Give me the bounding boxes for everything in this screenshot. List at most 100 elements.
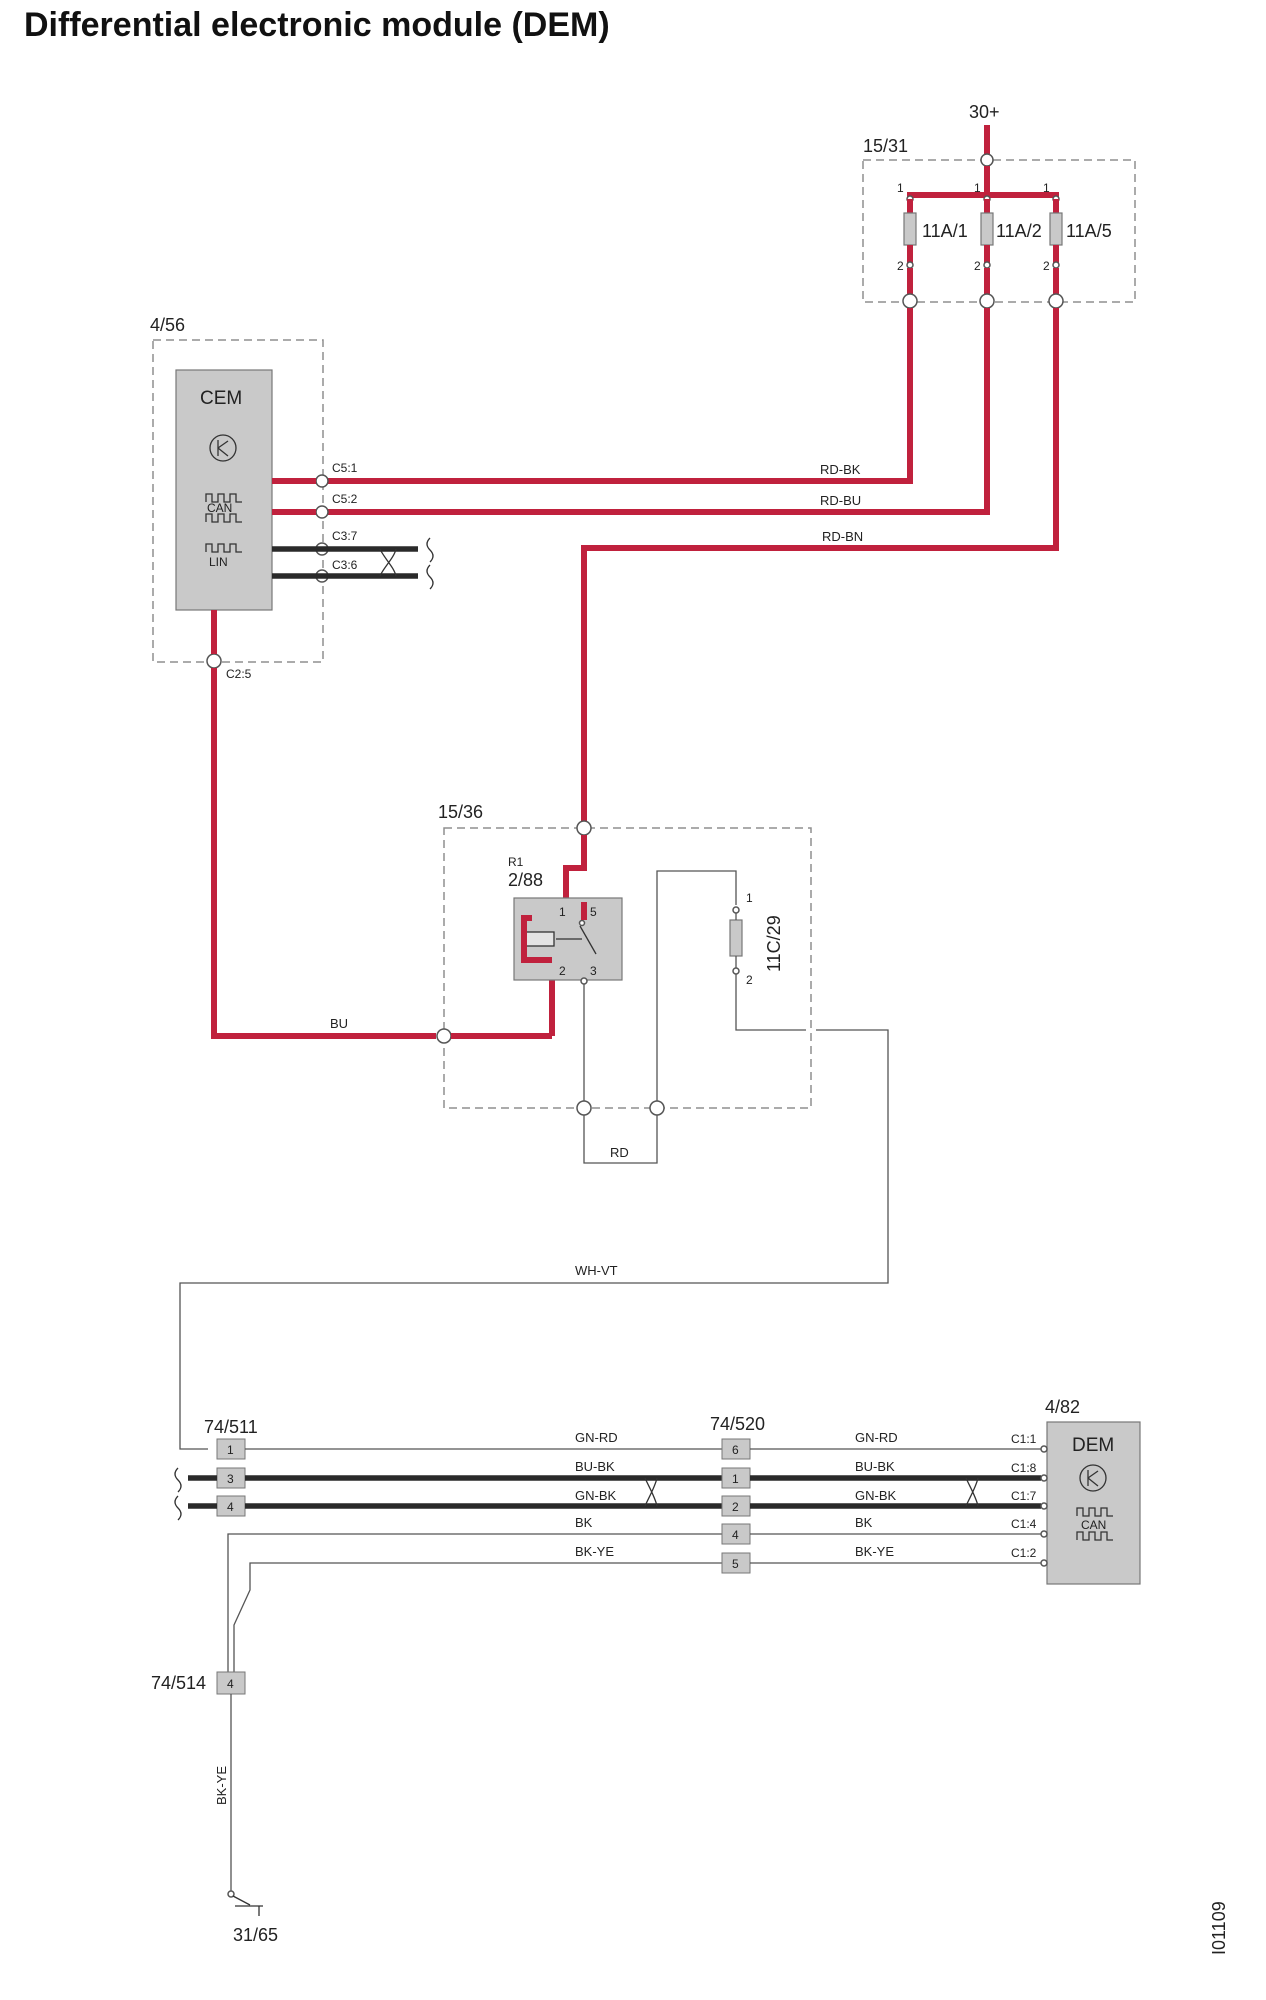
cem-box-label: 4/56: [150, 315, 185, 335]
relay-box-15-36: 15/36 R1 2/88 1 5 2 3 RD 1 2 11C/29: [436, 802, 812, 1164]
fuse-pin-node: [732, 906, 740, 914]
wire-label-rd: RD: [610, 1145, 629, 1160]
dem-can-label: CAN: [1081, 1518, 1106, 1532]
supply-node: [980, 153, 994, 167]
connector-pin-label: 4: [227, 1677, 234, 1691]
fusebox-15-31: 15/31 30+ 11A/1 1 2 11A/2: [862, 102, 1136, 309]
fuse-body: [903, 212, 917, 246]
wire-bu: [211, 668, 436, 1039]
cem-pin-label: C3:7: [332, 529, 358, 543]
relay-box-label: 15/36: [438, 802, 483, 822]
relay-box-node: [436, 1028, 452, 1044]
wire-label-gn-rd: GN-RD: [855, 1430, 898, 1445]
relay-contact-icon: [579, 925, 597, 955]
cem-can-label: CAN: [207, 501, 232, 515]
dem-box-label: 4/82: [1045, 1397, 1080, 1417]
relay-contact-node: [578, 919, 586, 927]
break-mark-icon: [174, 1467, 182, 1493]
relay-box-node: [576, 1100, 592, 1116]
relay-pin-label: 3: [590, 964, 597, 978]
wire-label-bk-ye: BK-YE: [855, 1544, 894, 1559]
dem-pin-node: [1040, 1559, 1048, 1567]
wire-label-gn-rd: GN-RD: [575, 1430, 618, 1445]
dem-pin-label: C1:7: [1011, 1489, 1037, 1503]
figure-id: I01109: [1209, 1901, 1229, 1955]
fuse-pin-bottom: 2: [897, 259, 904, 273]
connector-74-514: 74/514 4: [151, 1671, 246, 1695]
wire-label-bk: BK: [855, 1515, 873, 1530]
connector-pin-label: 2: [732, 1500, 739, 1514]
relay-contact-node: [580, 977, 588, 985]
wire-wh-vt: [179, 1029, 889, 1450]
wire-bk-ye-1: [233, 1562, 722, 1677]
dem-pin-node: [1040, 1474, 1048, 1482]
fuse-pin-node: [983, 261, 991, 269]
cem-pin-label: C5:2: [332, 492, 358, 506]
transistor-icon: [1079, 1464, 1107, 1492]
cem-name: CEM: [200, 388, 242, 409]
fuse-body: [980, 212, 994, 246]
fuse-label: 11A/5: [1066, 221, 1112, 241]
fuse-11c-29-label: 11C/29: [764, 915, 784, 972]
fuse-label: 11A/2: [996, 221, 1042, 241]
fuse-output-node: [979, 293, 995, 309]
relay-id: 2/88: [508, 870, 543, 890]
fuse-11c-29-feed: [656, 870, 737, 1101]
wire-label-rd-bu: RD-BU: [820, 493, 861, 508]
connector-label: 74/520: [710, 1414, 765, 1434]
wire-rd-bu: [322, 308, 990, 515]
twist-icon: [644, 1477, 658, 1507]
fuse-output-node: [902, 293, 918, 309]
supply-label: 30+: [969, 102, 1000, 122]
fuse-pin-node: [906, 261, 914, 269]
cem-pin-label: C5:1: [332, 461, 358, 475]
connector-label: 74/511: [204, 1417, 258, 1437]
connector-pin-label: 4: [732, 1528, 739, 1542]
dem-name: DEM: [1072, 1435, 1114, 1456]
wire-label-rd-bn: RD-BN: [822, 529, 863, 544]
relay-pin-label: 5: [590, 905, 597, 919]
fuse-body: [1049, 212, 1063, 246]
wire-label-bu-bk: BU-BK: [575, 1459, 615, 1474]
cem-pin-node: [315, 474, 329, 488]
relay-pin-5-feed: [556, 835, 587, 904]
ground-icon: [232, 1895, 263, 1916]
dem-pin-node: [1040, 1530, 1048, 1538]
connector-pin-label: 6: [732, 1443, 739, 1457]
connector-74-511: 74/511 1 3 4: [204, 1417, 258, 1517]
lin-wave-icon: [205, 543, 242, 553]
wire-label-bk-ye-vertical: BK-YE: [214, 1766, 229, 1805]
relay-coil-wire: [521, 915, 552, 963]
relay-name: R1: [508, 855, 524, 869]
dem-pin-label: C1:4: [1011, 1517, 1037, 1531]
fuse-pin-node: [732, 967, 740, 975]
wire-rd: [583, 1115, 658, 1164]
dem-module-box: 4/82 DEM CAN C1:1 C1:8 C1:7 C1:4 C1:2: [1011, 1397, 1141, 1585]
fuse-11a-1: 11A/1 1 2: [897, 181, 968, 309]
can-wave-icon: [1076, 1507, 1113, 1541]
cem-pin-node: [206, 653, 222, 669]
cem-pin-label: C3:6: [332, 558, 358, 572]
twist-icon: [379, 548, 397, 577]
fuse-pin-label: 1: [746, 891, 753, 905]
connector-pin-label: 1: [227, 1443, 234, 1457]
connector-pin-label: 4: [227, 1500, 234, 1514]
fuse-pin-top: 1: [1043, 181, 1050, 195]
cem-lin-label: LIN: [209, 555, 228, 569]
wire-label-gn-bk: GN-BK: [575, 1488, 617, 1503]
cem-module: [175, 369, 273, 611]
dem-pin-label: C1:8: [1011, 1461, 1037, 1475]
fusebox-label: 15/31: [863, 136, 908, 156]
connector-74-520: 74/520 6 1 2 4 5: [710, 1414, 765, 1574]
fuse-output-node: [1048, 293, 1064, 309]
ground-label: 31/65: [233, 1925, 278, 1945]
wire-label-bu: BU: [330, 1016, 348, 1031]
relay-box-node: [576, 820, 592, 836]
can-wave-icon: [205, 493, 242, 523]
fuse-pin-bottom: 2: [1043, 259, 1050, 273]
fuse-11a-2: 11A/2 1 2: [974, 181, 1042, 309]
break-mark-icon: [174, 1495, 182, 1521]
fuse-pin-top: 1: [974, 181, 981, 195]
break-mark-icon: [426, 537, 434, 563]
